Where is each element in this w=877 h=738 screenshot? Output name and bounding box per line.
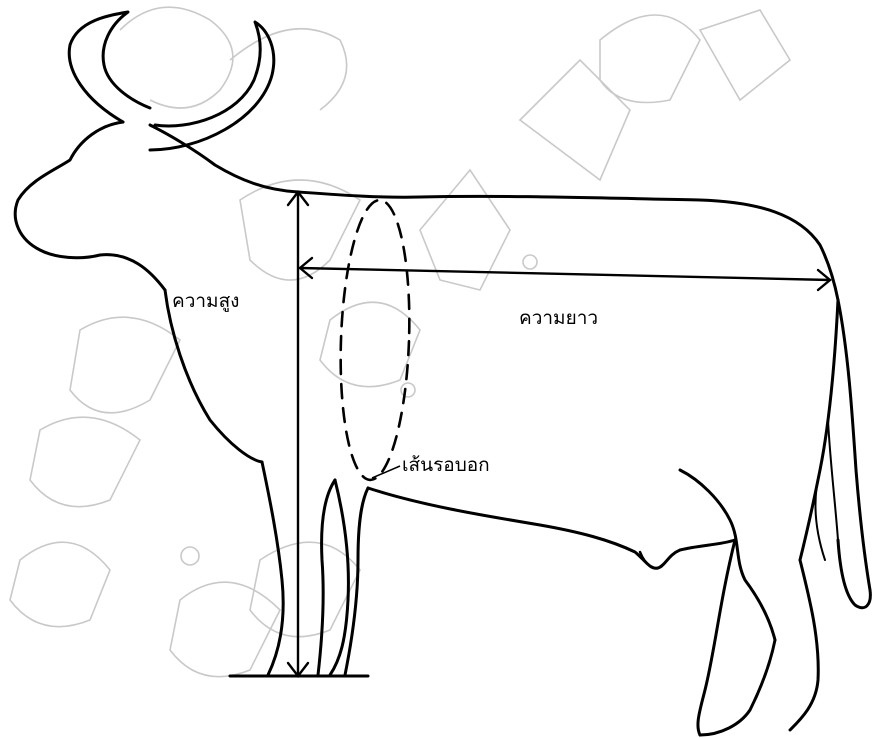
length-measurement-arrow	[300, 258, 830, 290]
front-leg-near-back	[318, 480, 335, 675]
length-label: ความยาว	[519, 309, 598, 328]
girth-label: เส้นรอบอก	[402, 456, 490, 475]
chest	[165, 290, 262, 462]
front-leg-near	[262, 462, 283, 675]
watermark	[10, 7, 790, 677]
belly	[368, 488, 735, 568]
back-line	[150, 125, 838, 300]
hind-quarter	[680, 470, 775, 640]
left-horn	[69, 12, 150, 122]
tail	[838, 300, 870, 608]
hind-leg-far-back	[800, 300, 838, 560]
head	[15, 122, 165, 290]
height-label: ความสูง	[172, 292, 239, 311]
cow-illustration	[15, 12, 870, 735]
girth-measurement-loop	[336, 199, 414, 481]
right-horn	[150, 22, 274, 150]
hind-leg-far	[790, 560, 818, 730]
front-leg-far	[330, 480, 348, 675]
hind-leg-near-front	[698, 540, 735, 735]
